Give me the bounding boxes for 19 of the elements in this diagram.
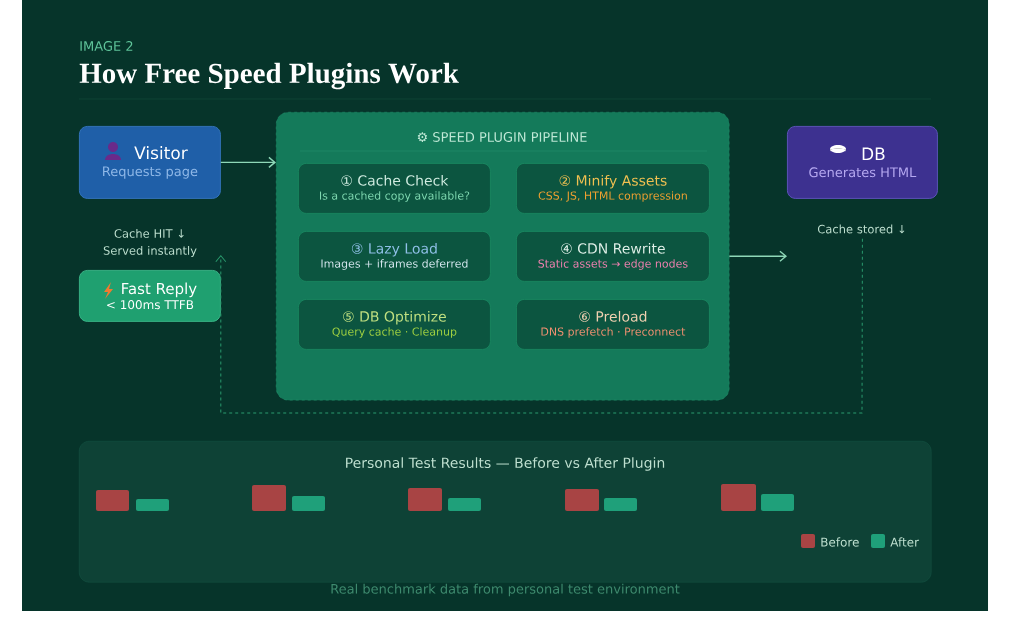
- caption: Real benchmark data from personal test environment: [331, 583, 680, 597]
- arrow: [215, 238, 863, 414]
- step-box: ③ Lazy Load Images + iframes deferred: [298, 231, 491, 282]
- fast-reply-box: Fast Reply < 100ms TTFB: [79, 270, 221, 322]
- step-box: ① Cache Check Is a cached copy available?: [298, 163, 491, 214]
- caption-text: Cache HIT ↓ Served instantly: [103, 228, 197, 258]
- step-box: ④ CDN Rewrite Static assets → edge nodes: [516, 231, 710, 282]
- server-box: DB Generates HTML: [787, 126, 938, 199]
- title: How Free Speed Plugins Work: [79, 62, 459, 90]
- legend-label: Before: [821, 537, 859, 547]
- legend-label: After: [890, 537, 920, 547]
- arrow: [728, 250, 787, 262]
- step-box: ⑤ DB Optimize Query cache · Cleanup: [298, 299, 491, 350]
- header-label: IMAGE 2: [80, 41, 133, 51]
- step-box: ⑥ Preload DNS prefetch · Preconnect: [516, 299, 710, 350]
- caption-text: Cache stored ↓: [817, 224, 905, 234]
- visitor-box: Visitor Requests page: [79, 126, 221, 199]
- step-box: ② Minify Assets CSS, JS, HTML compression: [516, 163, 710, 214]
- arrow: [220, 156, 276, 169]
